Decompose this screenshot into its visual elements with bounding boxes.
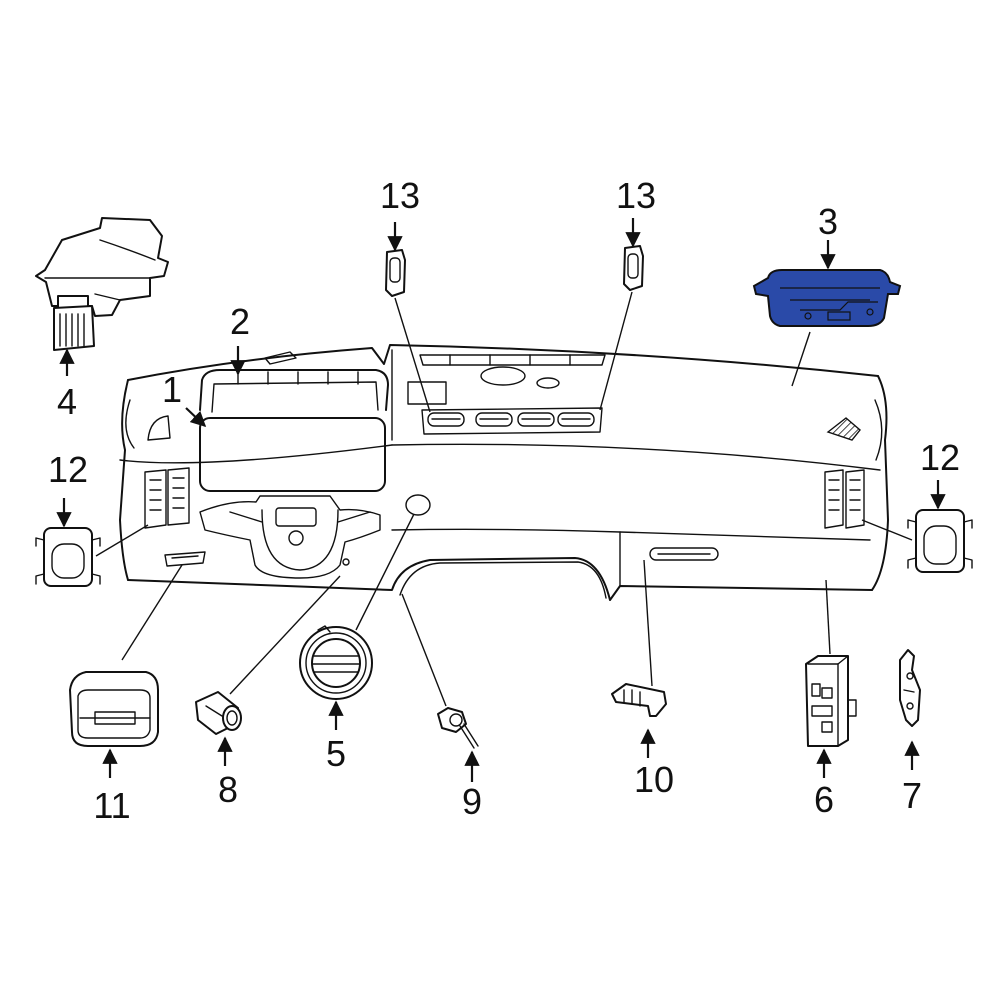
callout-11: 11	[93, 785, 130, 826]
callout-13-right: 13	[616, 175, 656, 216]
right-dash-vents	[824, 469, 865, 529]
part-4-module	[35, 217, 169, 351]
part-7-bracket	[899, 649, 921, 727]
callout-9: 9	[462, 781, 482, 822]
part-8-switch	[195, 691, 242, 735]
leader-lines	[95, 291, 913, 707]
cluster-hood	[199, 351, 389, 413]
instrument-cluster	[199, 417, 386, 492]
callout-12-left: 12	[48, 449, 88, 490]
part-10-bracket	[611, 683, 667, 717]
callout-1: 1	[162, 369, 182, 410]
callout-10: 10	[634, 759, 674, 800]
callout-arrows	[56, 218, 946, 782]
part-5-ignition-ring	[299, 625, 373, 700]
callout-2: 2	[230, 301, 250, 342]
callout-8: 8	[218, 769, 238, 810]
part-9-lock-cylinder	[437, 707, 479, 749]
callout-6: 6	[814, 779, 834, 820]
dashboard-panel	[119, 344, 889, 601]
part-13-sensor-left	[385, 249, 406, 297]
part-11-vent-bezel	[69, 671, 159, 747]
dash-round-opening	[405, 494, 431, 516]
callout-4: 4	[57, 381, 77, 422]
callout-12-right: 12	[920, 437, 960, 478]
part-6-switch-module	[805, 655, 857, 747]
steering-column	[199, 495, 381, 579]
callout-7: 7	[902, 775, 922, 816]
left-dash-vents	[144, 467, 206, 567]
callout-5: 5	[326, 733, 346, 774]
part-12-vent-right	[907, 509, 973, 573]
callout-13-left: 13	[380, 175, 420, 216]
callout-3: 3	[818, 201, 838, 242]
part-12-vent-left	[35, 527, 101, 587]
center-vent-panel	[421, 407, 603, 435]
dash-top-speaker	[407, 354, 606, 405]
part-13-sensor-right	[623, 245, 644, 291]
part-3-control-module	[752, 269, 902, 327]
